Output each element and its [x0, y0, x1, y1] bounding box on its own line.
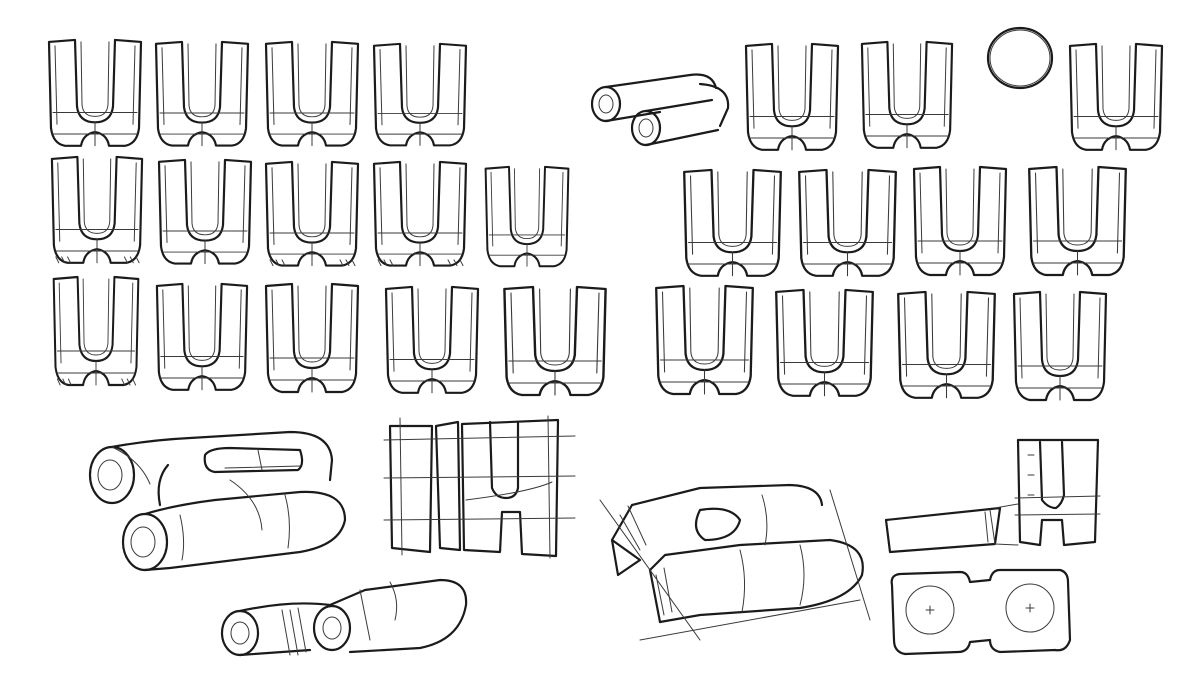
front-view-r2-2	[798, 168, 897, 277]
folded-binocular-small	[590, 73, 730, 147]
front-view-r1-1	[744, 42, 840, 151]
front-view-r3-3	[897, 290, 996, 399]
front-view-r2-1	[683, 168, 782, 277]
front-view-l2-2	[157, 158, 253, 265]
front-view-r2-3	[912, 165, 1008, 277]
front-view-l2-1	[52, 157, 142, 263]
perspective-binocular-large-right	[599, 483, 871, 641]
front-view-l2-5	[484, 165, 570, 268]
front-view-l2-3	[266, 162, 358, 266]
front-view-l3-2	[155, 282, 249, 391]
perspective-binocular-large-left	[88, 430, 347, 572]
front-view-r3-4	[1012, 290, 1108, 402]
front-view-l1-4	[372, 42, 468, 147]
front-view-l3-3	[264, 282, 360, 394]
front-view-r3-2	[775, 288, 874, 397]
front-view-l3-1	[54, 277, 139, 385]
side-view-with-strap	[884, 438, 1101, 554]
front-view-l1-3	[264, 40, 360, 147]
front-view-r1-3	[1068, 42, 1164, 151]
perspective-binocular-small-left	[220, 578, 468, 657]
front-view-l3-4	[384, 285, 480, 394]
front-view-l1-1	[47, 38, 143, 147]
front-view-r3-1	[655, 284, 754, 396]
lens-circle	[986, 26, 1054, 90]
front-view-r2-4	[1028, 165, 1127, 277]
front-view-l1-2	[154, 40, 250, 147]
front-view-r1-2	[860, 40, 954, 149]
perspective-box-front	[383, 415, 576, 559]
front-view-l2-4	[374, 162, 466, 266]
front-view-l3-5	[503, 285, 607, 397]
top-view-eyepieces	[890, 568, 1072, 656]
